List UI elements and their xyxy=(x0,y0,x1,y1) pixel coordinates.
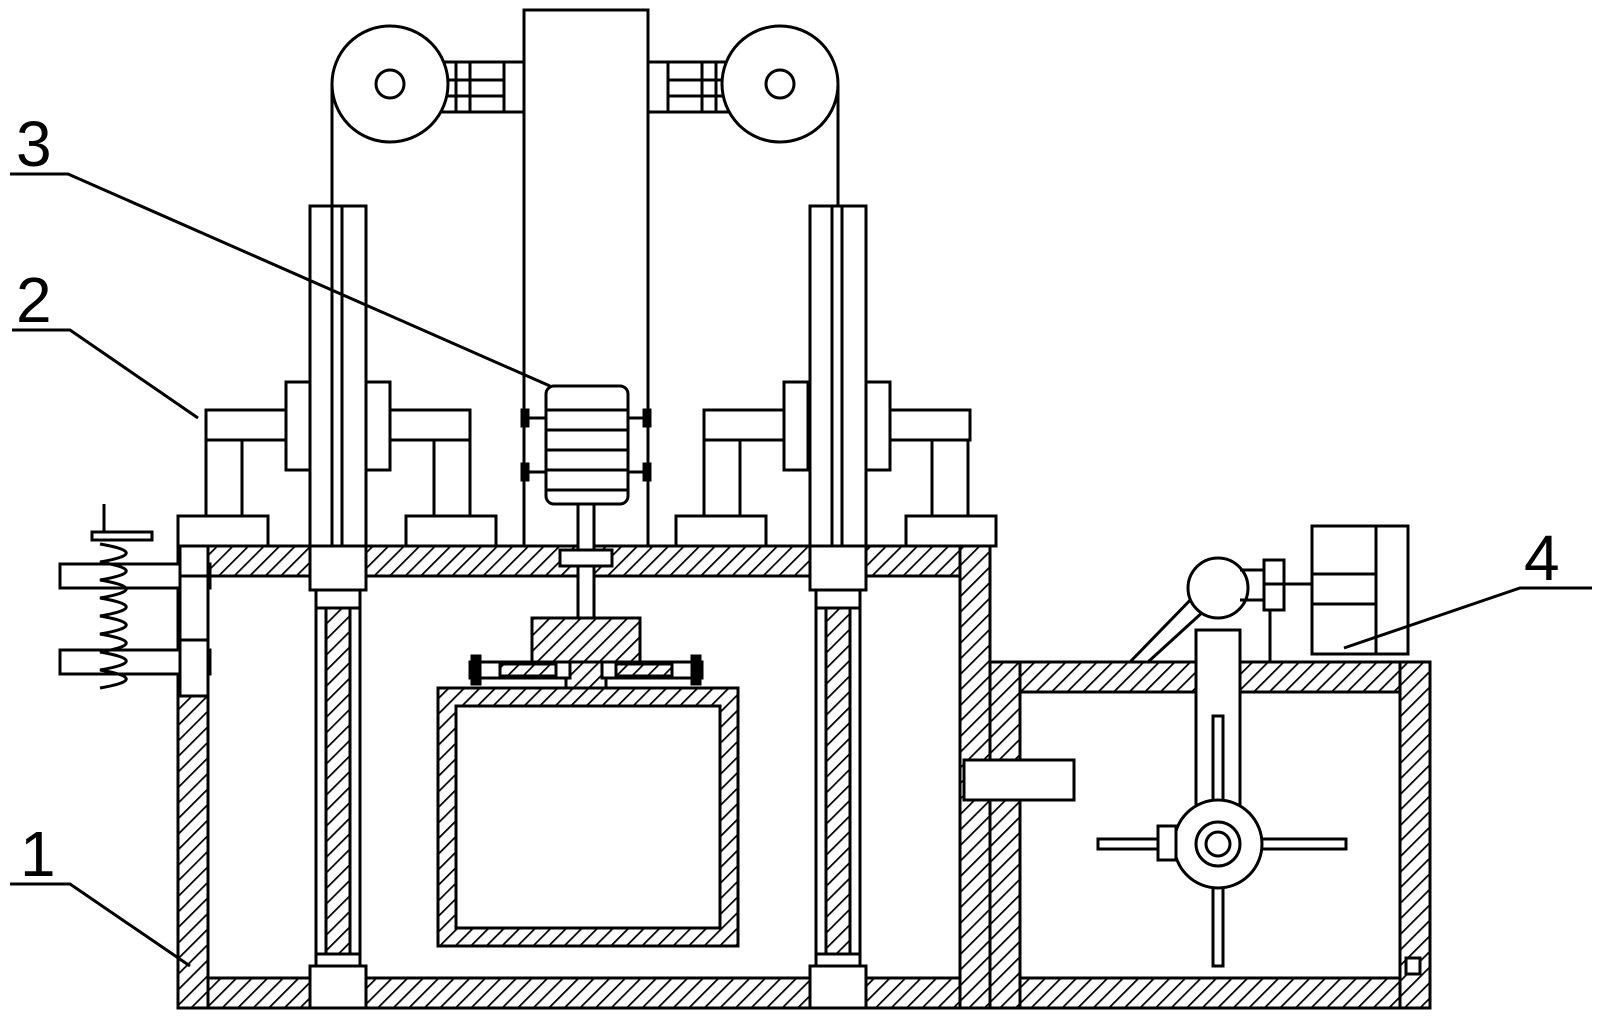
spring-unit xyxy=(520,384,652,506)
cables xyxy=(330,84,840,206)
left-pulley-arm xyxy=(438,60,526,114)
side-mechanism xyxy=(1096,524,1410,968)
inner-box xyxy=(436,686,740,948)
leader-lines xyxy=(10,172,1592,968)
label-1: 1 xyxy=(20,818,56,890)
left-clamp-assembly xyxy=(176,380,498,548)
left-guide-rail xyxy=(308,204,368,1010)
right-clamp-assembly xyxy=(674,380,998,548)
screw-rods xyxy=(468,654,704,686)
label-3: 3 xyxy=(16,108,52,180)
label-4: 4 xyxy=(1524,522,1560,594)
central-shaft xyxy=(530,502,642,690)
left-spring-latch xyxy=(58,504,212,698)
side-connector-block xyxy=(962,758,1076,802)
left-pulley xyxy=(330,24,450,144)
label-2: 2 xyxy=(16,264,52,336)
right-pulley xyxy=(720,24,840,144)
right-pulley-arm xyxy=(646,60,734,114)
right-guide-rail xyxy=(808,204,868,1010)
